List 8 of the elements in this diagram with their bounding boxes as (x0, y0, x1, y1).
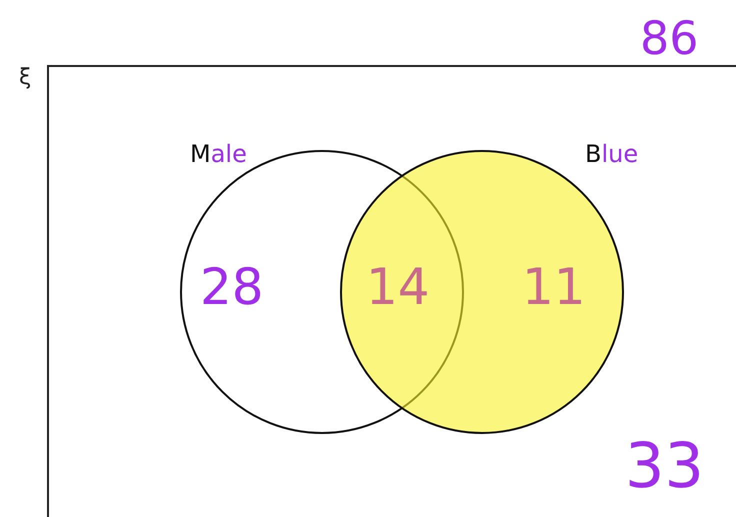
set-label: Male (190, 140, 247, 168)
universal-set-symbol: ξ (19, 65, 32, 90)
region-count: 14 (366, 262, 430, 312)
set-label: Blue (585, 140, 638, 168)
region-count: 11 (522, 262, 586, 312)
region-count: 33 (625, 435, 704, 497)
total-count: 86 (640, 15, 699, 61)
region-count: 28 (200, 262, 264, 312)
